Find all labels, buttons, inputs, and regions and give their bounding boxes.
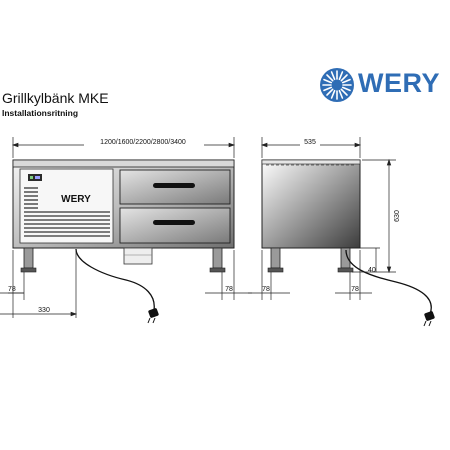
side-right-leg (337, 247, 354, 273)
front-right-leg-dimension (205, 250, 252, 300)
front-width-label: 1200/1600/2200/2800/3400 (100, 139, 186, 146)
side-left-leg (267, 247, 284, 273)
cable-offset-dimension (0, 250, 78, 318)
side-power-plug-icon (423, 311, 435, 327)
condensate-tray (123, 247, 153, 265)
front-left-leg-label: 78 (8, 286, 16, 293)
worktop-edge (12, 159, 235, 168)
side-right-leg-dimension (335, 250, 372, 300)
ventilation-grille (24, 187, 110, 237)
side-power-cable (345, 249, 432, 315)
page-subtitle: Installationsritning (2, 108, 79, 118)
side-leg-height-dimension (352, 247, 380, 272)
brand-name: WERY (358, 68, 440, 98)
lower-drawer (119, 207, 231, 244)
front-power-plug-icon (147, 308, 159, 324)
side-view: 535 (248, 137, 435, 327)
page-title: Grillkylbänk MKE (2, 90, 109, 106)
side-cabinet-body (261, 159, 361, 249)
lower-drawer-handle (153, 220, 195, 225)
side-left-leg-label: 78 (262, 286, 270, 293)
front-right-leg-label: 78 (225, 286, 233, 293)
sunburst-logo-icon (320, 68, 354, 102)
side-right-leg-label: 78 (351, 286, 359, 293)
side-depth-label: 535 (304, 139, 316, 146)
panel-brand-label: WERY (61, 194, 91, 205)
side-leg-height-label: 40 (368, 267, 376, 274)
machine-panel (19, 168, 114, 244)
front-right-leg (209, 247, 226, 273)
front-view: 1200/1600/2200/2800/3400 WERY (0, 137, 252, 324)
side-height-label: 630 (394, 210, 401, 222)
upper-drawer-handle (153, 183, 195, 188)
front-power-cable (75, 248, 155, 311)
front-left-leg-dimension (0, 272, 25, 300)
front-left-leg (20, 247, 37, 273)
side-height-dimension (352, 158, 396, 274)
cable-offset-label: 330 (38, 307, 50, 314)
brand-logo: WERY (318, 66, 440, 106)
side-left-leg-dimension (248, 250, 290, 300)
